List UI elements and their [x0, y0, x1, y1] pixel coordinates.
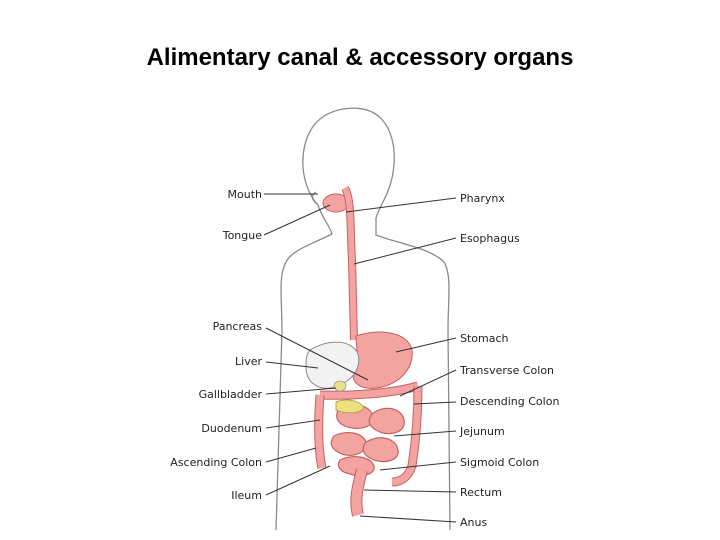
- body-outline: [275, 107, 451, 531]
- label-mouth: Mouth: [228, 188, 263, 201]
- left-labels: Mouth Tongue Pancreas Liver Gallbladder …: [170, 188, 262, 502]
- liver: [305, 341, 360, 389]
- stomach: [352, 331, 413, 389]
- label-esophagus: Esophagus: [460, 232, 520, 245]
- label-anus: Anus: [460, 516, 487, 529]
- label-pancreas: Pancreas: [213, 320, 263, 333]
- label-ascending-colon: Ascending Colon: [170, 456, 262, 469]
- right-labels: Pharynx Esophagus Stomach Transverse Col…: [459, 192, 559, 529]
- label-duodenum: Duodenum: [201, 422, 262, 435]
- label-rectum: Rectum: [460, 486, 502, 499]
- label-gallbladder: Gallbladder: [199, 388, 263, 401]
- label-transverse-colon: Transverse Colon: [459, 364, 554, 377]
- digestive-tract: [314, 185, 423, 517]
- label-tongue: Tongue: [222, 229, 263, 242]
- accessory-organs: [305, 341, 365, 414]
- label-pharynx: Pharynx: [460, 192, 505, 205]
- label-stomach: Stomach: [460, 332, 509, 345]
- pancreas: [335, 399, 365, 414]
- slide-title: Alimentary canal & accessory organs: [146, 44, 574, 71]
- label-jejunum: Jejunum: [459, 425, 505, 438]
- label-descending-colon: Descending Colon: [460, 395, 559, 408]
- label-liver: Liver: [235, 355, 262, 368]
- leader-lines: [263, 193, 457, 523]
- gallbladder: [333, 380, 347, 392]
- label-sigmoid-colon: Sigmoid Colon: [460, 456, 539, 469]
- label-ileum: Ileum: [231, 489, 262, 502]
- small-intestine: [330, 404, 405, 477]
